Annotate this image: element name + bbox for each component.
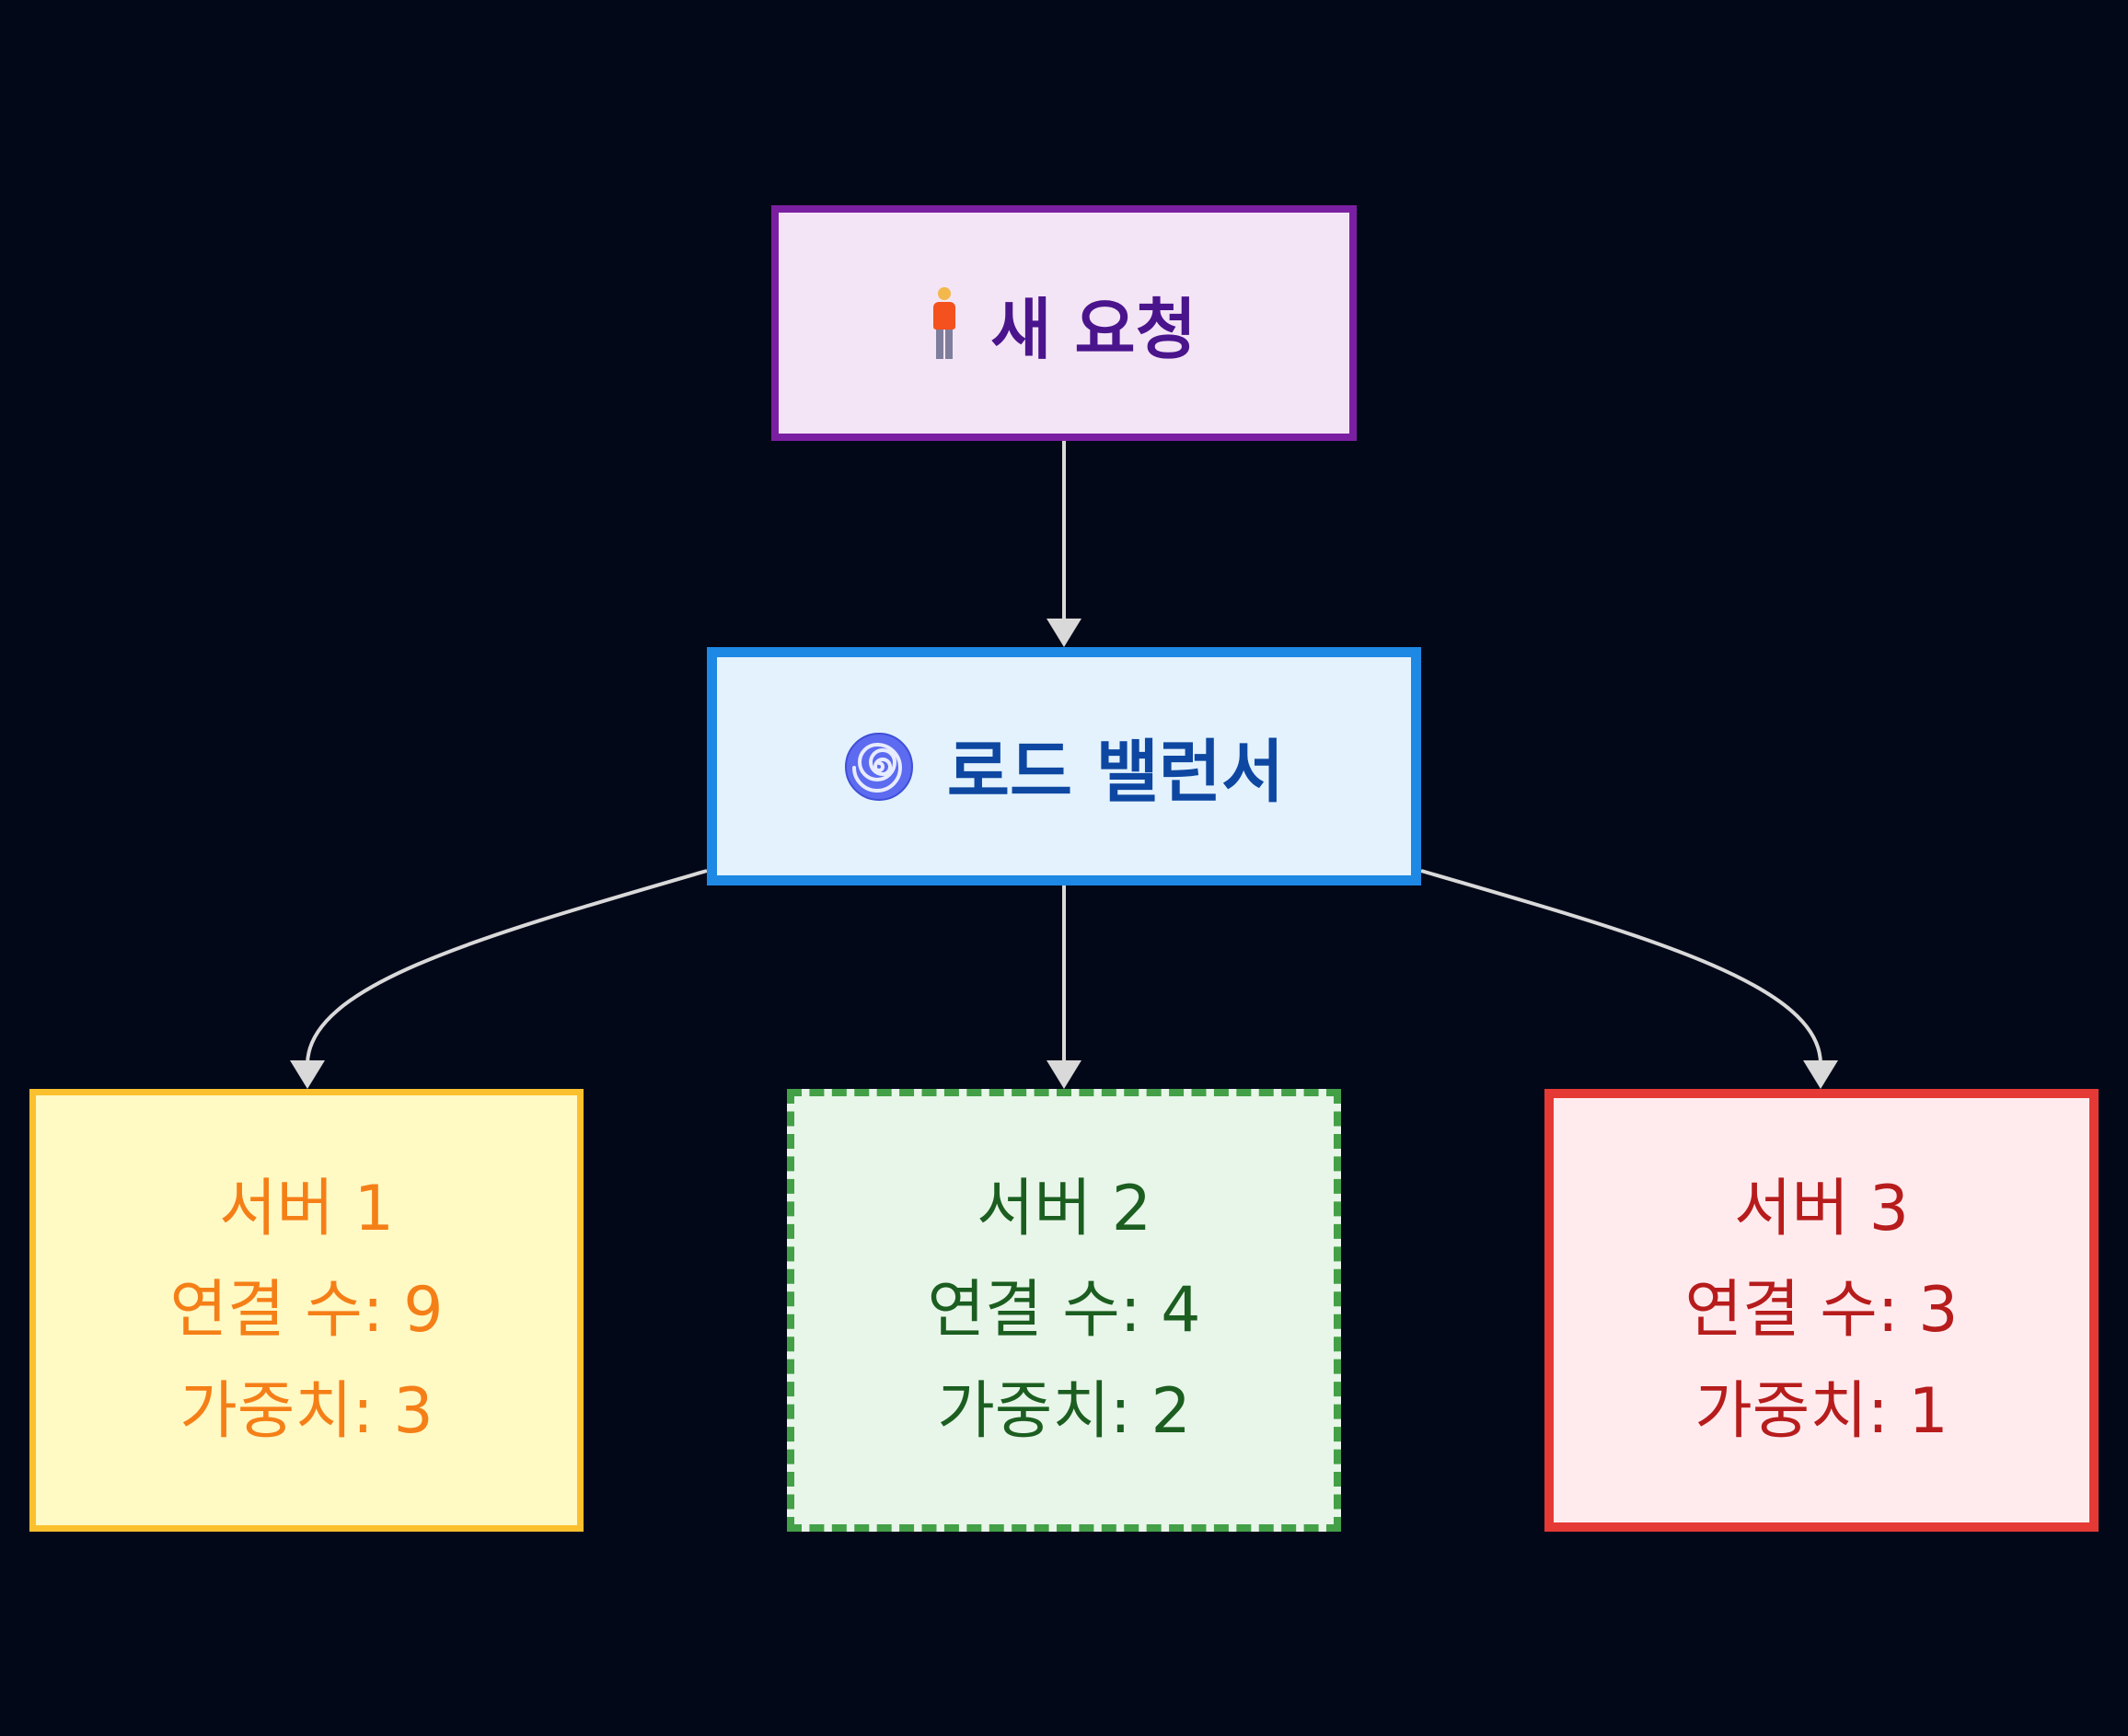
server-1-node: 서버 1 연결 수: 9 가중치: 3: [29, 1089, 584, 1532]
server-2-name: 서버 2: [977, 1172, 1151, 1245]
server-3-node: 서버 3 연결 수: 3 가중치: 1: [1544, 1089, 2099, 1532]
server-3-name: 서버 3: [1734, 1172, 1909, 1245]
arrowhead-lb: [1047, 619, 1081, 647]
server-1-connections: 연결 수: 9: [169, 1273, 444, 1347]
arrowhead-server-3: [1803, 1060, 1838, 1089]
arrowhead-server-1: [290, 1060, 325, 1089]
server-2-connections: 연결 수: 4: [927, 1273, 1201, 1347]
person-standing-icon: [931, 287, 957, 359]
server-1-weight: 가중치: 3: [179, 1374, 434, 1448]
new-request-node: 새 요청: [771, 205, 1357, 441]
server-3-weight: 가중치: 1: [1694, 1374, 1949, 1448]
new-request-label: 새 요청: [990, 290, 1197, 368]
arrowhead-server-2: [1047, 1060, 1081, 1089]
load-balancer-label: 로드 밸런서: [946, 733, 1285, 812]
load-balancer-node: 로드 밸런서: [707, 647, 1421, 885]
server-3-connections: 연결 수: 3: [1684, 1273, 1959, 1347]
spiral-icon: [844, 732, 913, 801]
edge-lb-to-server-3: [1420, 869, 1822, 1065]
edge-lb-to-server-1: [306, 869, 708, 1065]
server-2-node: 서버 2 연결 수: 4 가중치: 2: [787, 1089, 1341, 1532]
server-1-name: 서버 1: [219, 1172, 394, 1245]
server-2-weight: 가중치: 2: [937, 1374, 1191, 1448]
